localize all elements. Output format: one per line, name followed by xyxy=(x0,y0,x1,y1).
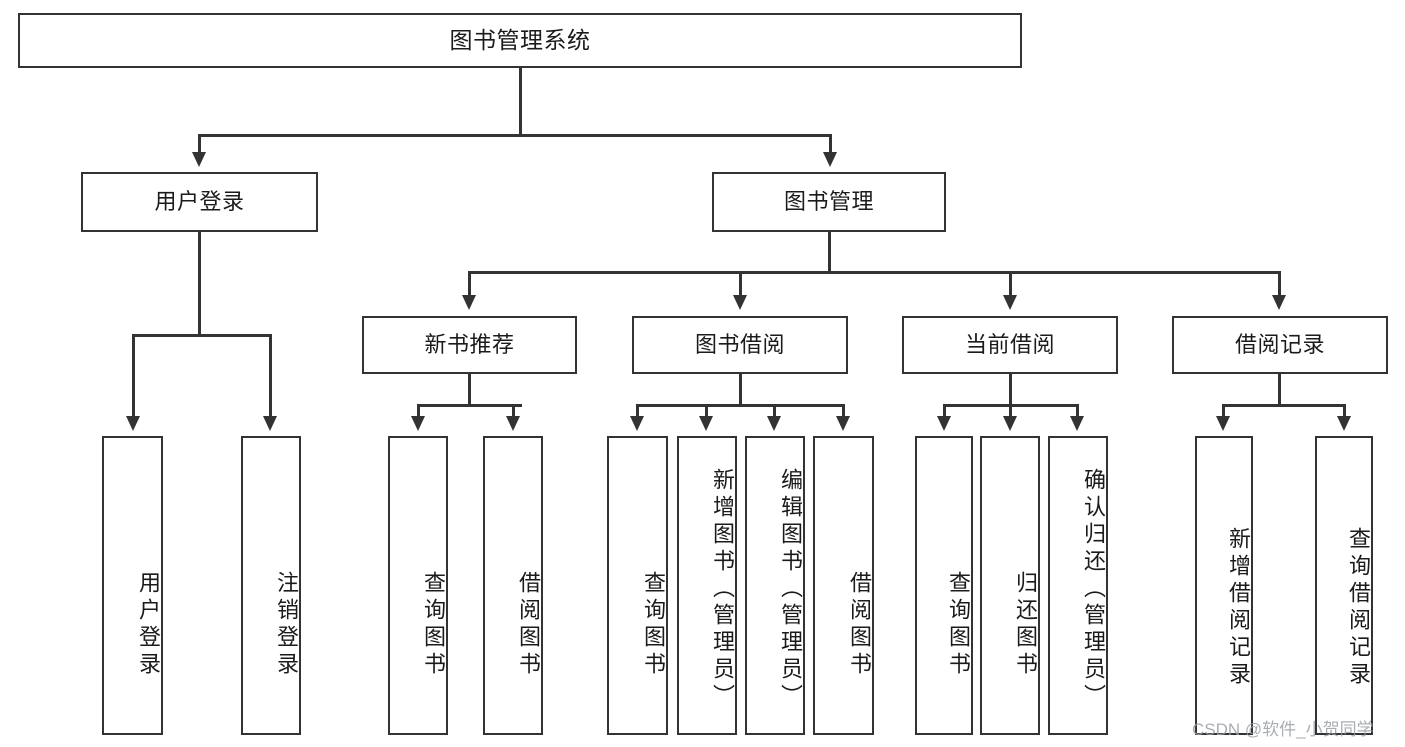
node-label: 用户登录 xyxy=(154,189,245,215)
connector-root-stem xyxy=(519,68,522,136)
node-current-borrow[interactable]: 当前借阅 xyxy=(902,316,1118,374)
arrow-user-login-to-leaf-1 xyxy=(126,416,140,431)
arrow-bb-to-leaf-4 xyxy=(836,416,850,431)
connector-user-login-to-leaf-2 xyxy=(269,334,272,418)
node-leaf-return-book[interactable]: 归还图书 xyxy=(980,436,1040,735)
arrow-cb-to-leaf-3 xyxy=(1070,416,1084,431)
arrow-bb-to-leaf-2 xyxy=(699,416,713,431)
arrow-root-to-book-management xyxy=(823,152,837,167)
node-label: 借阅图书 xyxy=(516,570,541,679)
node-label: 新增图书（管理员） xyxy=(710,468,735,711)
connector-new-book-to-leaf-1 xyxy=(417,404,420,418)
node-leaf-query-borrow-record[interactable]: 查询借阅记录 xyxy=(1315,436,1373,735)
node-book-management[interactable]: 图书管理 xyxy=(712,172,946,232)
connector-bb-to-leaf-2 xyxy=(705,404,708,418)
arrow-new-book-to-leaf-1 xyxy=(411,416,425,431)
arrow-bm-to-borrow-record xyxy=(1272,295,1286,310)
node-book-management-system[interactable]: 图书管理系统 xyxy=(18,13,1022,68)
node-label: 新书推荐 xyxy=(424,332,515,358)
node-user-login[interactable]: 用户登录 xyxy=(81,172,318,232)
node-leaf-query-book-2[interactable]: 查询图书 xyxy=(607,436,668,735)
connector-current-borrow-stem xyxy=(1009,374,1012,406)
connector-user-login-to-leaf-1 xyxy=(132,334,135,418)
connector-new-book-stem xyxy=(468,374,471,406)
node-label: 借阅图书 xyxy=(847,570,872,679)
node-leaf-logout[interactable]: 注销登录 xyxy=(241,436,301,735)
connector-bm-to-new-book xyxy=(468,271,471,297)
connector-user-login-stem xyxy=(198,232,201,336)
connector-new-book-to-leaf-2 xyxy=(512,404,515,418)
node-label: 注销登录 xyxy=(274,570,299,679)
connector-book-borrow-stem xyxy=(739,374,742,406)
node-leaf-edit-book[interactable]: 编辑图书（管理员） xyxy=(745,436,805,735)
connector-book-borrow-bus xyxy=(636,404,844,407)
arrow-root-to-user-login xyxy=(192,152,206,167)
node-label: 查询图书 xyxy=(946,570,971,679)
arrow-cb-to-leaf-2 xyxy=(1003,416,1017,431)
node-leaf-add-borrow-record[interactable]: 新增借阅记录 xyxy=(1195,436,1253,735)
connector-book-management-bus xyxy=(468,271,1280,274)
node-leaf-query-book-3[interactable]: 查询图书 xyxy=(915,436,973,735)
node-label: 图书借阅 xyxy=(694,332,785,358)
arrow-user-login-to-leaf-2 xyxy=(263,416,277,431)
connector-cb-to-leaf-2 xyxy=(1009,404,1012,418)
connector-borrow-record-stem xyxy=(1278,374,1281,406)
connector-cb-to-leaf-3 xyxy=(1076,404,1079,418)
connector-br-to-leaf-2 xyxy=(1343,404,1346,418)
node-borrow-record[interactable]: 借阅记录 xyxy=(1172,316,1388,374)
node-book-borrow[interactable]: 图书借阅 xyxy=(632,316,848,374)
node-label: 借阅记录 xyxy=(1234,332,1325,358)
connector-root-bus xyxy=(198,134,831,137)
connector-bm-to-current-borrow xyxy=(1009,271,1012,297)
node-leaf-borrow-book-2[interactable]: 借阅图书 xyxy=(813,436,874,735)
node-leaf-confirm-return[interactable]: 确认归还（管理员） xyxy=(1048,436,1108,735)
connector-root-to-book-management xyxy=(829,134,832,156)
connector-br-to-leaf-1 xyxy=(1222,404,1225,418)
node-label: 确认归还（管理员） xyxy=(1081,468,1106,711)
arrow-bb-to-leaf-3 xyxy=(767,416,781,431)
connector-bb-to-leaf-3 xyxy=(773,404,776,418)
connector-bb-to-leaf-4 xyxy=(842,404,845,418)
connector-book-management-stem xyxy=(828,232,831,273)
node-label: 图书管理 xyxy=(783,189,874,215)
connector-bb-to-leaf-1 xyxy=(636,404,639,418)
node-leaf-query-book-1[interactable]: 查询图书 xyxy=(388,436,448,735)
node-label: 归还图书 xyxy=(1013,570,1038,679)
arrow-br-to-leaf-1 xyxy=(1216,416,1230,431)
arrow-bm-to-book-borrow xyxy=(733,295,747,310)
arrow-bm-to-new-book xyxy=(462,295,476,310)
connector-user-login-bus xyxy=(132,334,271,337)
arrow-new-book-to-leaf-2 xyxy=(506,416,520,431)
node-label: 图书管理系统 xyxy=(449,26,591,53)
arrow-bm-to-current-borrow xyxy=(1003,295,1017,310)
node-label: 当前借阅 xyxy=(964,332,1055,358)
node-leaf-borrow-book-1[interactable]: 借阅图书 xyxy=(483,436,543,735)
node-label: 查询借阅记录 xyxy=(1346,526,1371,689)
connector-cb-to-leaf-1 xyxy=(943,404,946,418)
connector-new-book-bus xyxy=(417,404,522,407)
node-leaf-add-book[interactable]: 新增图书（管理员） xyxy=(677,436,737,735)
node-label: 新增借阅记录 xyxy=(1226,526,1251,689)
node-label: 用户登录 xyxy=(136,570,161,679)
arrow-cb-to-leaf-1 xyxy=(937,416,951,431)
node-label: 查询图书 xyxy=(641,570,666,679)
connector-bm-to-borrow-record xyxy=(1278,271,1281,297)
node-new-book-recommend[interactable]: 新书推荐 xyxy=(362,316,577,374)
node-label: 查询图书 xyxy=(421,570,446,679)
arrow-bb-to-leaf-1 xyxy=(630,416,644,431)
arrow-br-to-leaf-2 xyxy=(1337,416,1351,431)
node-leaf-user-login[interactable]: 用户登录 xyxy=(102,436,163,735)
connector-borrow-record-bus xyxy=(1222,404,1346,407)
connector-bm-to-book-borrow xyxy=(739,271,742,297)
node-label: 编辑图书（管理员） xyxy=(778,468,803,711)
connector-root-to-user-login xyxy=(198,134,201,156)
